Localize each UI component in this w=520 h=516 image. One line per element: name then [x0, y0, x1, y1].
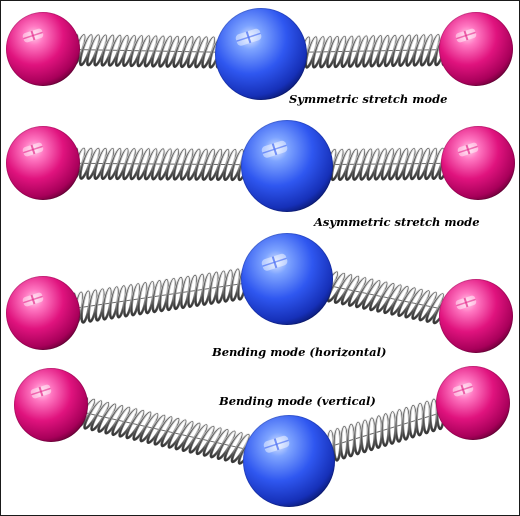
- center-atom: [243, 415, 335, 507]
- mode-bending-vertical: Bending mode (vertical): [14, 366, 510, 507]
- caption-asymmetric-stretch: Asymmetric stretch mode: [313, 215, 480, 229]
- caption-symmetric-stretch: Symmetric stretch mode: [289, 92, 447, 106]
- outer-atom-right: [436, 366, 510, 440]
- outer-atom-right: [441, 126, 515, 200]
- outer-atom-left: [6, 276, 80, 350]
- caption-bending-horizontal: Bending mode (horizontal): [211, 345, 386, 359]
- mode-bending-horizontal: Bending mode (horizontal): [6, 233, 513, 359]
- caption-bending-vertical: Bending mode (vertical): [218, 394, 376, 408]
- mode-asymmetric-stretch: Asymmetric stretch mode: [6, 120, 515, 229]
- outer-atom-right: [439, 12, 513, 86]
- center-atom: [215, 8, 307, 100]
- mode-symmetric-stretch: Symmetric stretch mode: [6, 8, 513, 106]
- center-atom: [241, 120, 333, 212]
- outer-atom-left: [14, 368, 88, 442]
- outer-atom-right: [439, 279, 513, 353]
- center-atom: [241, 233, 333, 325]
- outer-atom-left: [6, 12, 80, 86]
- outer-atom-left: [6, 126, 80, 200]
- spring-right: [254, 32, 477, 70]
